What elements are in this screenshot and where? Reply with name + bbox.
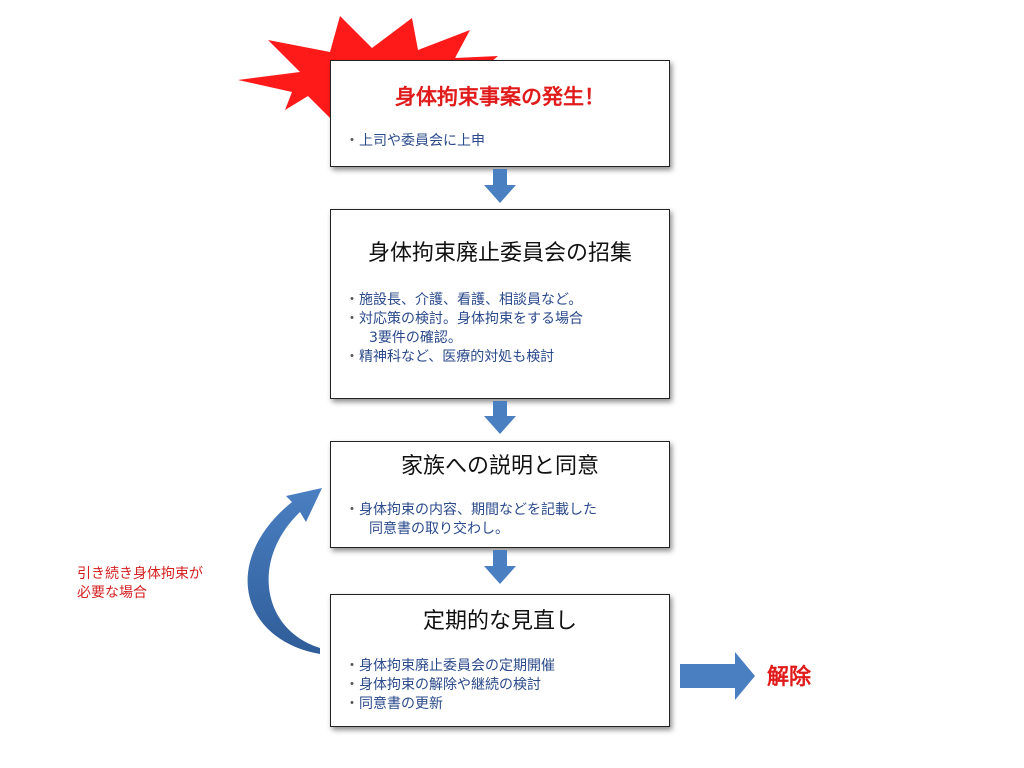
step-box-review: 定期的な見直し ・身体拘束廃止委員会の定期開催 ・身体拘束の解除や継続の検討 ・… xyxy=(330,594,670,727)
bullet-item: ・身体拘束の内容、期間などを記載した同意書の取り交わし。 xyxy=(345,502,597,537)
bullet-item: ・同意書の更新 xyxy=(345,696,443,712)
down-arrow-icon xyxy=(484,169,516,203)
step-title-committee: 身体拘束廃止委員会の招集 xyxy=(367,241,632,266)
loop-back-arrow-icon xyxy=(247,488,322,654)
loop-condition-label: 引き続き身体拘束が 必要な場合 xyxy=(77,566,203,601)
step-box-incident: 身体拘束事案の発生！ ・上司や委員会に上申 xyxy=(330,60,670,167)
right-arrow-icon xyxy=(680,652,755,700)
down-arrow-icon xyxy=(484,550,516,584)
step-bullets-family-consent: ・身体拘束の内容、期間などを記載した同意書の取り交わし。 xyxy=(345,501,661,539)
bullet-item: ・身体拘束の解除や継続の検討 xyxy=(345,677,541,693)
step-title-review: 定期的な見直し xyxy=(422,609,577,634)
step-title-family-consent: 家族への説明と同意 xyxy=(400,454,599,479)
bullet-item: ・施設長、介護、看護、相談員など。 xyxy=(345,292,583,308)
down-arrow-icon xyxy=(484,401,516,434)
step-bullets-review: ・身体拘束廃止委員会の定期開催 ・身体拘束の解除や継続の検討 ・同意書の更新 xyxy=(345,657,661,714)
bullet-item: ・上司や委員会に上申 xyxy=(345,133,485,149)
bullet-item: ・精神科など、医療的対処も検討 xyxy=(345,349,555,365)
step-box-family-consent: 家族への説明と同意 ・身体拘束の内容、期間などを記載した同意書の取り交わし。 xyxy=(330,441,670,548)
bullet-item: ・身体拘束廃止委員会の定期開催 xyxy=(345,658,555,674)
step-title-incident: 身体拘束事案の発生！ xyxy=(395,85,605,109)
step-bullets-incident: ・上司や委員会に上申 xyxy=(345,132,661,151)
release-label: 解除 xyxy=(767,665,812,690)
step-box-committee: 身体拘束廃止委員会の招集 ・施設長、介護、看護、相談員など。 ・対応策の検討。身… xyxy=(330,209,670,399)
